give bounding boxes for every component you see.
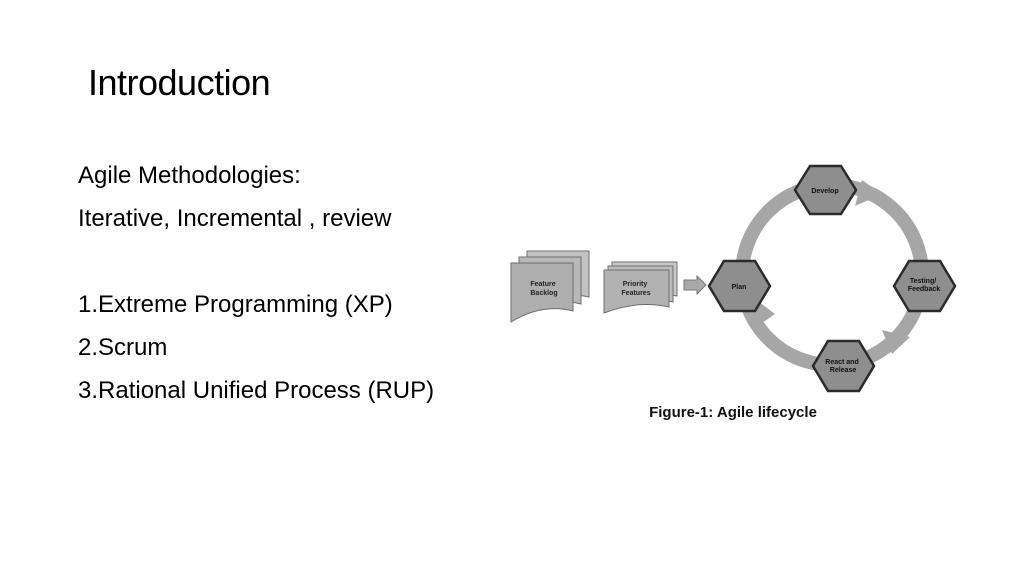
body-line-iterative: Iterative, Incremental , review [78,205,392,232]
arrow-to-plan [683,274,707,296]
node-release-label-2: Release [830,367,857,374]
body-line-blank [78,240,434,283]
node-develop-label: Develop [811,188,838,195]
agile-lifecycle-diagram: Feature Backlog Priority Features Develo… [510,164,957,421]
svg-text:Priority Features: Priority Features [621,281,650,297]
list-item-xp: 1.Extreme Programming (XP) [78,291,393,318]
list-item-scrum: 2.Scrum [78,334,168,361]
priority-features-label-2: Features [621,290,650,297]
feature-backlog-label-1: Feature [530,281,555,288]
priority-features-label-1: Priority [623,281,648,288]
node-testing-label-2: Feedback [908,286,940,293]
ring-arrowhead-develop [855,180,882,206]
node-develop: Develop [793,164,858,216]
figure-caption: Figure-1: Agile lifecycle [649,404,817,421]
node-testing-label-1: Testing/ [910,278,936,285]
feature-backlog-stack: Feature Backlog [510,250,590,323]
node-react-release: React and Release [811,339,876,393]
node-release-label-1: React and [825,359,858,366]
ring-arrowhead-testing [882,330,910,354]
body-text: Agile Methodologies: Iterative, Incremen… [78,154,434,412]
svg-text:React and Release: React and Release [825,359,860,374]
slide-title: Introduction [88,62,271,103]
body-line-agile-methodologies: Agile Methodologies: [78,162,301,189]
list-item-rup: 3.Rational Unified Process (RUP) [78,377,435,404]
svg-text:Feature Backlog: Feature Backlog [530,281,557,297]
svg-text:Testing/ Feedback: Testing/ Feedback [908,278,940,293]
priority-features-stack: Priority Features [603,261,678,314]
node-testing-feedback: Testing/ Feedback [892,259,957,313]
node-plan: Plan [707,259,772,313]
node-plan-label: Plan [732,284,747,291]
feature-backlog-label-2: Backlog [530,290,557,297]
